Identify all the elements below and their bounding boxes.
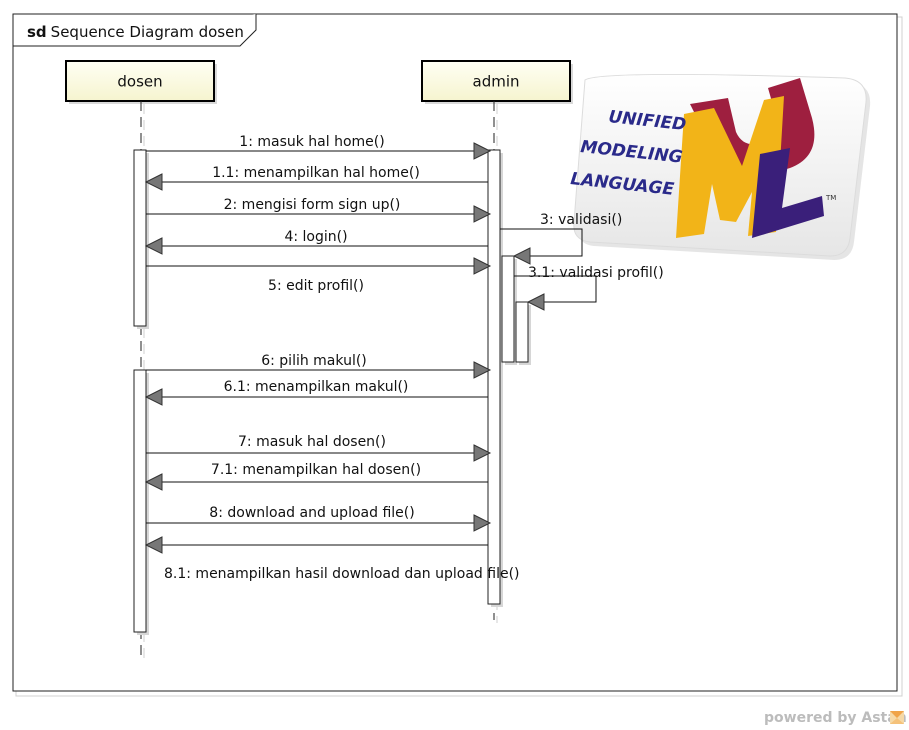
- message-4[interactable]: 4: login(): [144, 229, 488, 255]
- astah-footer: powered by Astah: [764, 710, 907, 726]
- actor-name: dosen: [117, 73, 162, 91]
- frame-keyword: sd: [27, 23, 47, 41]
- message-8-1[interactable]: 8.1: menampilkan hasil download dan uplo…: [144, 536, 520, 582]
- message-label: 6.1: menampilkan makul(): [224, 379, 409, 395]
- message-label: 7: masuk hal dosen(): [238, 434, 386, 450]
- arrowhead-icon: [473, 361, 492, 379]
- frame-label-tab: [13, 14, 257, 47]
- arrowhead-icon: [473, 444, 492, 462]
- message-2[interactable]: 2: mengisi form sign up(): [146, 197, 492, 223]
- arrowhead-icon: [473, 142, 492, 160]
- message-3-1-self[interactable]: 3.1: validasi profil(): [514, 265, 664, 311]
- message-label: 8.1: menampilkan hasil download dan uplo…: [164, 566, 520, 582]
- arrowhead-icon: [473, 205, 492, 223]
- message-label: 1: masuk hal home(): [239, 134, 384, 150]
- message-label: 5: edit profil(): [268, 278, 364, 294]
- arrowhead-icon: [473, 257, 492, 275]
- astah-logo-icon: [890, 711, 904, 724]
- uml-logo: UNIFIED MODELING LANGUAGE TM: [569, 73, 871, 260]
- message-label: 6: pilih makul(): [261, 353, 367, 369]
- message-5[interactable]: 5: edit profil(): [146, 257, 492, 294]
- message-label: 3.1: validasi profil(): [528, 265, 664, 281]
- arrowhead-icon: [512, 247, 531, 265]
- activation-bar-admin-nested-2: [515, 301, 529, 363]
- frame-name: Sequence Diagram dosen: [51, 23, 244, 41]
- message-7-1[interactable]: 7.1: menampilkan hal dosen(): [144, 462, 488, 491]
- message-label: 7.1: menampilkan hal dosen(): [211, 462, 421, 478]
- message-6[interactable]: 6: pilih makul(): [146, 353, 492, 379]
- uml-letter-l-icon: [752, 148, 824, 238]
- activation-bar-dosen-2: [133, 369, 147, 633]
- message-line: [500, 228, 583, 257]
- message-label: 8: download and upload file(): [209, 505, 414, 521]
- activation-bar-admin-nested-1: [501, 255, 515, 363]
- message-label: 4: login(): [284, 229, 347, 245]
- message-label: 3: validasi(): [540, 212, 622, 228]
- message-7[interactable]: 7: masuk hal dosen(): [146, 434, 492, 462]
- message-1[interactable]: 1: masuk hal home(): [146, 134, 492, 160]
- activation-bar-admin: [487, 149, 501, 605]
- activation-bar-dosen-1: [133, 149, 147, 327]
- message-6-1[interactable]: 6.1: menampilkan makul(): [144, 379, 488, 406]
- logo-tm: TM: [825, 194, 836, 202]
- message-label: 1.1: menampilkan hal home(): [212, 165, 420, 181]
- message-8[interactable]: 8: download and upload file(): [146, 505, 492, 532]
- message-1-1[interactable]: 1.1: menampilkan hal home(): [144, 165, 488, 191]
- actor-box[interactable]: [65, 60, 215, 102]
- arrowhead-icon: [144, 388, 163, 406]
- message-line: [514, 275, 597, 303]
- actor-box[interactable]: [421, 60, 571, 102]
- footer-text: powered by Astah: [764, 710, 907, 726]
- message-3-self[interactable]: 3: validasi(): [500, 212, 622, 265]
- arrowhead-icon: [144, 536, 163, 554]
- arrowhead-icon: [526, 293, 545, 311]
- arrowhead-icon: [144, 473, 163, 491]
- message-label: 2: mengisi form sign up(): [224, 197, 401, 213]
- arrowhead-icon: [144, 173, 163, 191]
- arrowhead-icon: [144, 237, 163, 255]
- actor-name: admin: [473, 73, 520, 91]
- arrowhead-icon: [473, 514, 492, 532]
